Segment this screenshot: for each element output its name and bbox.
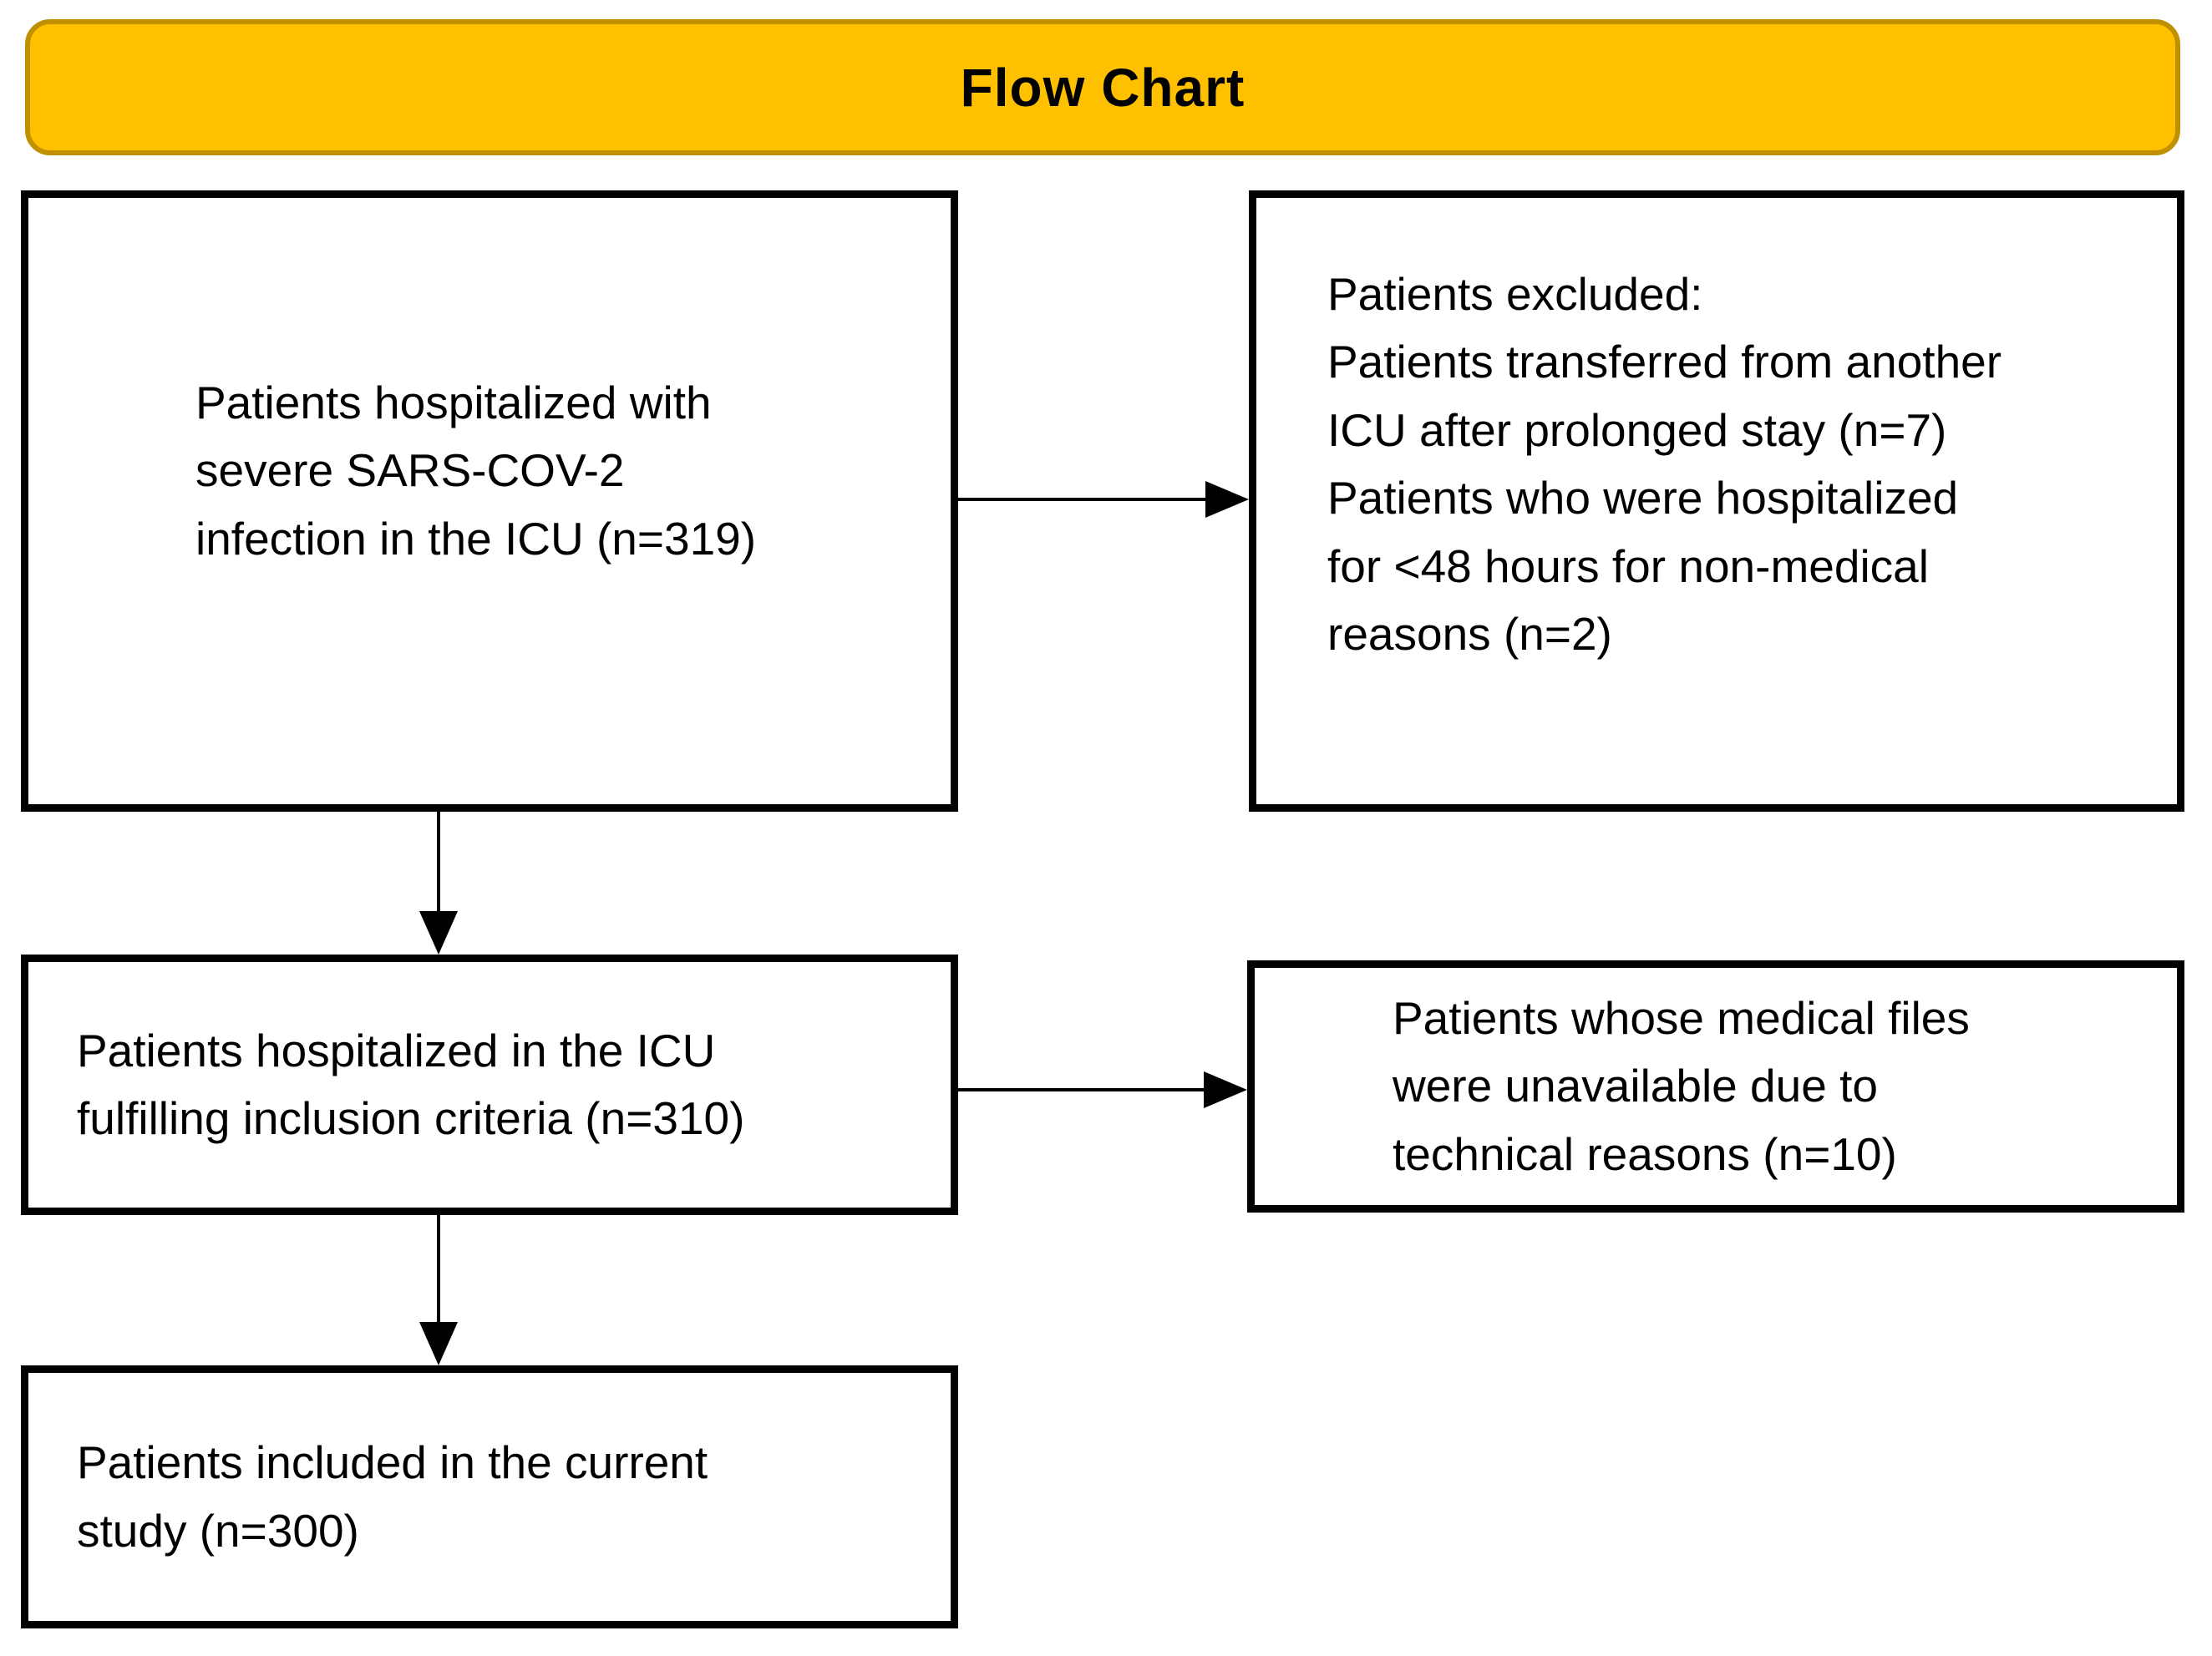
flow-chart-header: Flow Chart [25,19,2180,155]
box-excluded-patients: Patients excluded: Patients transferred … [1249,190,2184,812]
arrow-initial-to-criteria-head [419,911,458,955]
box-initial-cohort: Patients hospitalized with severe SARS-C… [21,190,958,812]
box-inclusion-criteria-text: Patients hospitalized in the ICU fulfill… [77,1024,745,1144]
flow-chart-title: Flow Chart [960,57,1246,118]
box-inclusion-criteria: Patients hospitalized in the ICU fulfill… [21,955,958,1215]
arrow-criteria-to-included-line [437,1215,440,1322]
box-excluded-patients-text: Patients excluded: Patients transferred … [1327,268,2002,660]
arrow-initial-to-excluded-head [1205,481,1249,518]
box-included-study: Patients included in the current study (… [21,1365,958,1628]
box-included-study-text: Patients included in the current study (… [77,1436,708,1557]
arrow-criteria-to-files-head [1204,1071,1247,1108]
arrow-initial-to-criteria-line [437,812,440,911]
arrow-initial-to-excluded-line [958,498,1205,501]
box-unavailable-files-text: Patients whose medical files were unavai… [1393,991,1970,1180]
arrow-criteria-to-included-head [419,1322,458,1365]
box-unavailable-files: Patients whose medical files were unavai… [1247,960,2184,1213]
box-initial-cohort-text: Patients hospitalized with severe SARS-C… [195,377,757,565]
arrow-criteria-to-files-line [958,1088,1204,1091]
